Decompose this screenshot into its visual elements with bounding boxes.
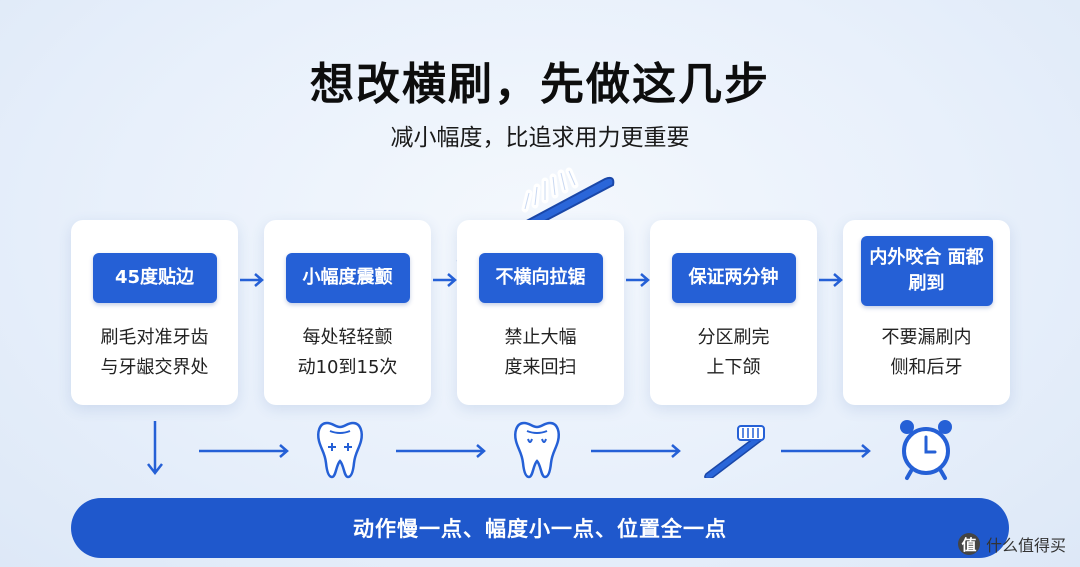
step-desc: 每处轻轻颤 动10到15次 <box>297 327 398 378</box>
step-card-2: 小幅度震颤 每处轻轻颤 动10到15次 <box>264 220 431 405</box>
arrow-right-icon <box>199 444 289 458</box>
step-label: 不横向拉锯 <box>478 253 603 303</box>
arrow-down-icon <box>147 421 163 476</box>
summary-bar: 动作慢一点、幅度小一点、位置全一点 <box>71 498 1009 558</box>
watermark-text: 什么值得买 <box>985 536 1066 555</box>
step-desc: 刷毛对准牙齿 与牙龈交界处 <box>100 327 209 378</box>
step-label: 小幅度震颤 <box>285 253 410 303</box>
tooth-sparkle-icon <box>317 421 363 479</box>
alarm-clock-icon <box>900 420 952 480</box>
page-title: 想改横刷，先做这几步 <box>310 59 770 110</box>
step-label: 45度贴边 <box>92 253 217 303</box>
arrow-right-icon <box>433 273 457 287</box>
arrow-right-icon <box>626 273 650 287</box>
step-card-4: 保证两分钟 分区刷完 上下颌 <box>650 220 817 405</box>
toothbrush-icon <box>704 425 765 478</box>
step-card-1: 45度贴边 刷毛对准牙齿 与牙龈交界处 <box>71 220 238 405</box>
arrow-right-icon <box>819 273 843 287</box>
step-desc: 禁止大幅 度来回扫 <box>504 327 577 378</box>
watermark-logo-icon: 值 <box>957 533 980 555</box>
watermark: 值 什么值得买 <box>957 532 1066 556</box>
page-subtitle: 减小幅度，比追求用力更重要 <box>390 125 690 151</box>
arrow-right-icon <box>781 444 871 458</box>
step-desc: 分区刷完 上下颌 <box>697 327 770 378</box>
tooth-icon <box>514 421 560 479</box>
arrow-right-icon <box>396 444 486 458</box>
step-label: 内外咬合 面都刷到 <box>860 236 993 306</box>
step-card-5: 内外咬合 面都刷到 不要漏刷内 侧和后牙 <box>843 220 1010 405</box>
step-label: 保证两分钟 <box>671 253 796 303</box>
arrow-right-icon <box>591 444 681 458</box>
step-card-3: 不横向拉锯 禁止大幅 度来回扫 <box>457 220 624 405</box>
arrow-right-icon <box>240 273 264 287</box>
step-desc: 不要漏刷内 侧和后牙 <box>881 327 972 378</box>
